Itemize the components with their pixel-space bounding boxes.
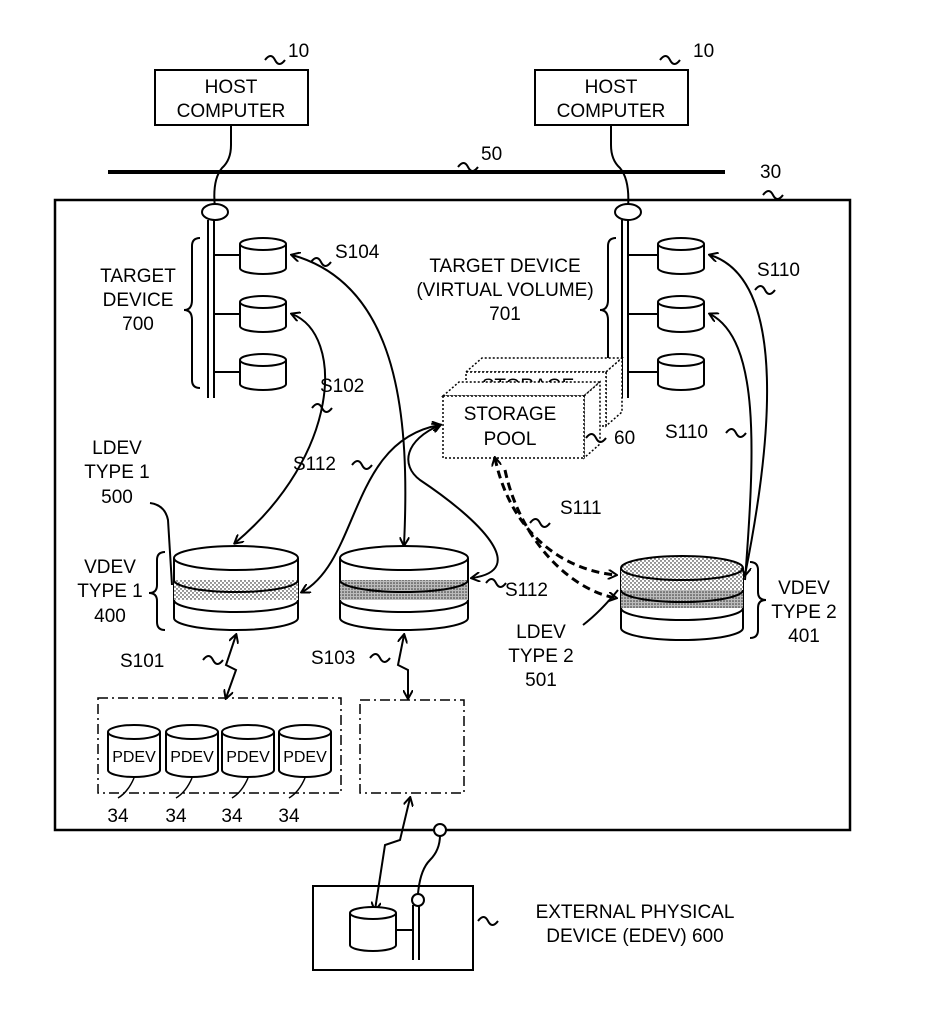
arrow-s102 (235, 314, 327, 543)
vdev-type2-label: VDEV TYPE 2 401 (749, 561, 837, 647)
label-s102: S102 (320, 376, 364, 397)
pdev-label: PDEV (226, 749, 270, 766)
network-bus: 50 (108, 144, 725, 174)
pdev-ref: 34 (221, 806, 243, 827)
storage-pool: STORAGE STORAGE POOL 60 (441, 356, 635, 460)
ldev1-ref: 500 (101, 487, 133, 508)
storage-pool-ref: 60 (614, 428, 635, 449)
vdev-type1-cylinder (173, 545, 299, 631)
target-volume-2 (239, 295, 287, 333)
host-left-line2: COMPUTER (177, 101, 286, 122)
storage-system-ref: 30 (760, 162, 781, 183)
arrow-s101 (226, 635, 236, 698)
vdev-type1-label: VDEV TYPE 1 400 (77, 551, 166, 631)
vdev2-line2: TYPE 2 (771, 602, 836, 623)
storage-pool-line2: POOL (484, 429, 537, 450)
target-virtual-ref: 701 (489, 304, 521, 325)
target-device-line1: TARGET (100, 266, 176, 287)
arrow-s103 (396, 635, 408, 698)
arrow-s104 (292, 255, 405, 545)
port-right (614, 203, 642, 221)
label-s112-left: S112 (293, 454, 336, 475)
target-device-701: TARGET DEVICE (VIRTUAL VOLUME) 701 (416, 220, 705, 398)
port-left (201, 203, 229, 221)
target-device-ref: 700 (122, 314, 154, 335)
arrow-s111-b (503, 469, 616, 598)
external-mapping-box (359, 699, 465, 794)
label-s101: S101 (120, 651, 164, 672)
target-virtual-line2: (VIRTUAL VOLUME) (416, 280, 593, 301)
label-s110-upper: S110 (757, 260, 800, 281)
pdev-label: PDEV (170, 749, 214, 766)
host-right-line1: HOST (585, 77, 638, 98)
target-device-line2: DEVICE (103, 290, 174, 311)
pdev-ref: 34 (107, 806, 129, 827)
pdev-4: PDEV 34 (278, 724, 332, 827)
network-ref: 50 (481, 144, 502, 165)
ldev1-line1: LDEV (92, 438, 142, 459)
label-s110-lower: S110 (665, 422, 708, 443)
host-left-line1: HOST (205, 77, 258, 98)
target-virtual-line1: TARGET DEVICE (429, 256, 580, 277)
ldev-type2-label: LDEV TYPE 2 501 (508, 589, 619, 691)
virtual-volume-3 (657, 353, 705, 391)
target-volume-3 (239, 353, 287, 391)
vdev1-line2: TYPE 1 (77, 581, 142, 602)
vdev-type2-cylinder (620, 555, 744, 641)
virtual-volume-1 (657, 237, 705, 275)
ldev2-ref: 501 (525, 670, 557, 691)
host-left-ref: 10 (288, 41, 309, 62)
pdev-3: PDEV 34 (221, 724, 275, 827)
pdev-label: PDEV (112, 749, 156, 766)
vdev1-ref: 400 (94, 606, 126, 627)
external-line1: EXTERNAL PHYSICAL (536, 902, 735, 923)
arrow-external (375, 798, 410, 910)
host-computer-right: HOST COMPUTER 10 (534, 41, 714, 126)
host-right-line2: COMPUTER (557, 101, 666, 122)
virtual-volume-2 (657, 295, 705, 333)
pdev-1: PDEV 34 (107, 724, 161, 827)
target-device-700: TARGET DEVICE 700 (100, 220, 287, 398)
pdev-ref: 34 (165, 806, 187, 827)
target-volume-1 (239, 237, 287, 275)
vdev-middle-cylinder (339, 545, 469, 631)
label-s111: S111 (560, 498, 602, 519)
storage-pool-line1: STORAGE (464, 404, 557, 425)
arrow-s110-upper (710, 255, 769, 575)
ldev1-line2: TYPE 1 (84, 462, 149, 483)
arrow-s111-a (495, 458, 616, 575)
storage-system: 30 (53, 162, 852, 832)
pdev-group (97, 697, 342, 794)
ldev-type1-label: LDEV TYPE 1 500 (84, 438, 173, 586)
ldev2-line1: LDEV (516, 622, 566, 643)
ldev2-line2: TYPE 2 (508, 646, 573, 667)
label-s103: S103 (311, 648, 355, 669)
label-s104: S104 (335, 242, 380, 263)
vdev1-line1: VDEV (84, 557, 136, 578)
pdev-label: PDEV (283, 749, 327, 766)
external-line2: DEVICE (EDEV) 600 (546, 926, 723, 947)
vdev2-ref: 401 (788, 626, 820, 647)
vdev2-line1: VDEV (778, 578, 830, 599)
external-device: EXTERNAL PHYSICAL DEVICE (EDEV) 600 (312, 823, 735, 971)
label-s112-right: S112 (505, 580, 548, 601)
pdev-ref: 34 (278, 806, 300, 827)
arrow-s112-left (302, 425, 440, 592)
host-right-ref: 10 (693, 41, 714, 62)
pdev-2: PDEV 34 (165, 724, 219, 827)
arrow-s110-lower (710, 314, 753, 581)
host-computer-left: HOST COMPUTER 10 (154, 41, 309, 126)
